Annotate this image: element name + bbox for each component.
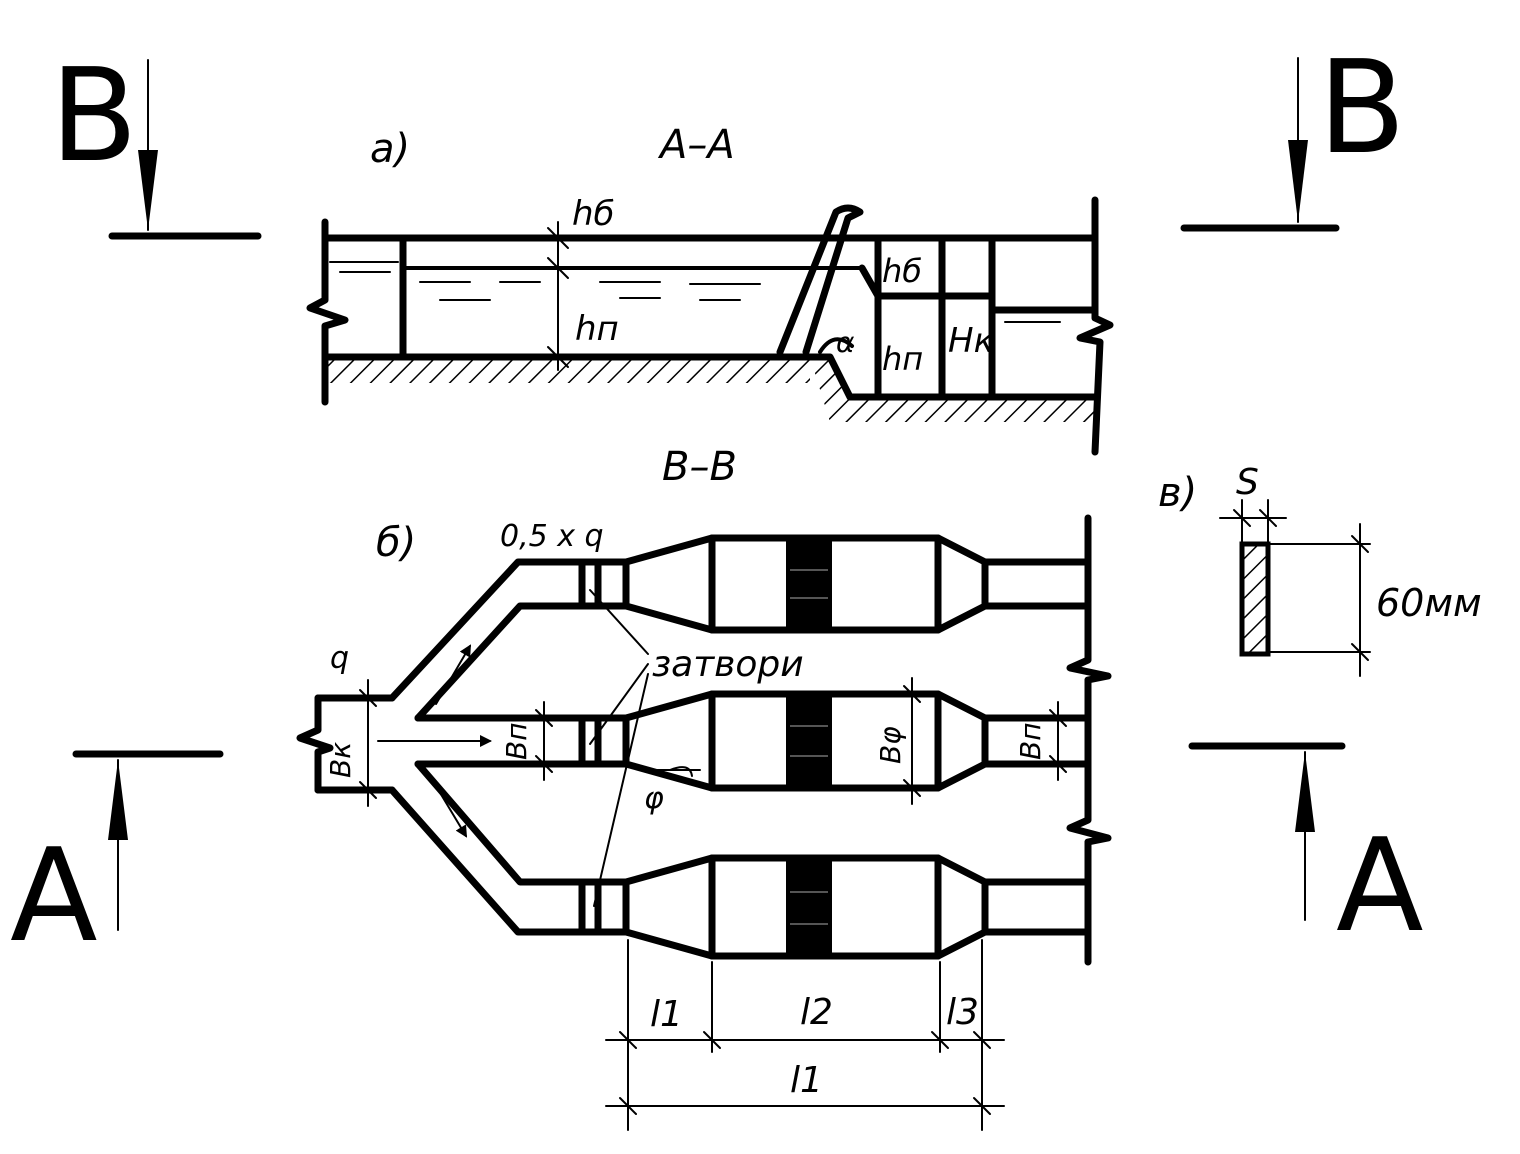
phi-label: φ [644,781,664,816]
thickness-s-label: S [1236,462,1259,503]
section-letter-b-left: B [50,42,138,191]
h-b-upstream-label: hб [572,194,615,234]
alpha-label: α [836,326,855,359]
plate-height-label: 60мм [1376,581,1482,625]
plate-section [1239,541,1271,657]
channel-unit-bottom [578,854,1092,960]
ground-hatch-upstream [325,357,810,383]
view-a-section: а) A–A α [306,122,1114,456]
branch-flow-label: 0,5 x q [500,519,604,554]
ground-hatch-downstream [810,357,1095,422]
view-v-detail: в) S 60мм [1158,462,1482,677]
channel-unit-middle [578,690,1092,792]
channel-unit-top [578,534,1092,634]
view-b-title: B–B [662,444,737,490]
dim-l3-label: l3 [946,992,979,1033]
view-a-title: A–A [657,122,735,168]
view-v-label: в) [1158,470,1197,516]
dim-l-total-label: l1 [790,1060,823,1101]
section-letter-a-left: A [10,822,98,971]
view-a-label: а) [370,126,410,172]
section-letter-b-right: B [1318,34,1406,183]
h-b-downstream-label: hб [882,252,922,290]
total-flow-label: q [330,641,349,676]
B-n-right-label: Bп [1014,722,1047,760]
section-mark-b-left: B [50,42,262,240]
section-letter-a-right: A [1336,812,1424,961]
section-mark-a-left: A [10,750,224,971]
H-k-label: Hк [948,321,995,361]
section-mark-a-right: A [1188,742,1424,961]
B-k-label: Bк [324,742,357,778]
view-b-label: б) [376,520,416,566]
gates-label: затвори [652,644,804,685]
dim-l1-label: l1 [650,994,683,1035]
B-n-left-label: Bп [500,722,533,760]
section-mark-b-right: B [1180,34,1406,232]
B-phi-label: Bφ [874,726,907,764]
h-n-upstream-label: hп [575,309,619,349]
view-b-plan: б) B–B 0,5 x q q [296,444,1112,1131]
h-n-downstream-label: hп [882,340,923,378]
dim-l2-label: l2 [800,992,833,1033]
